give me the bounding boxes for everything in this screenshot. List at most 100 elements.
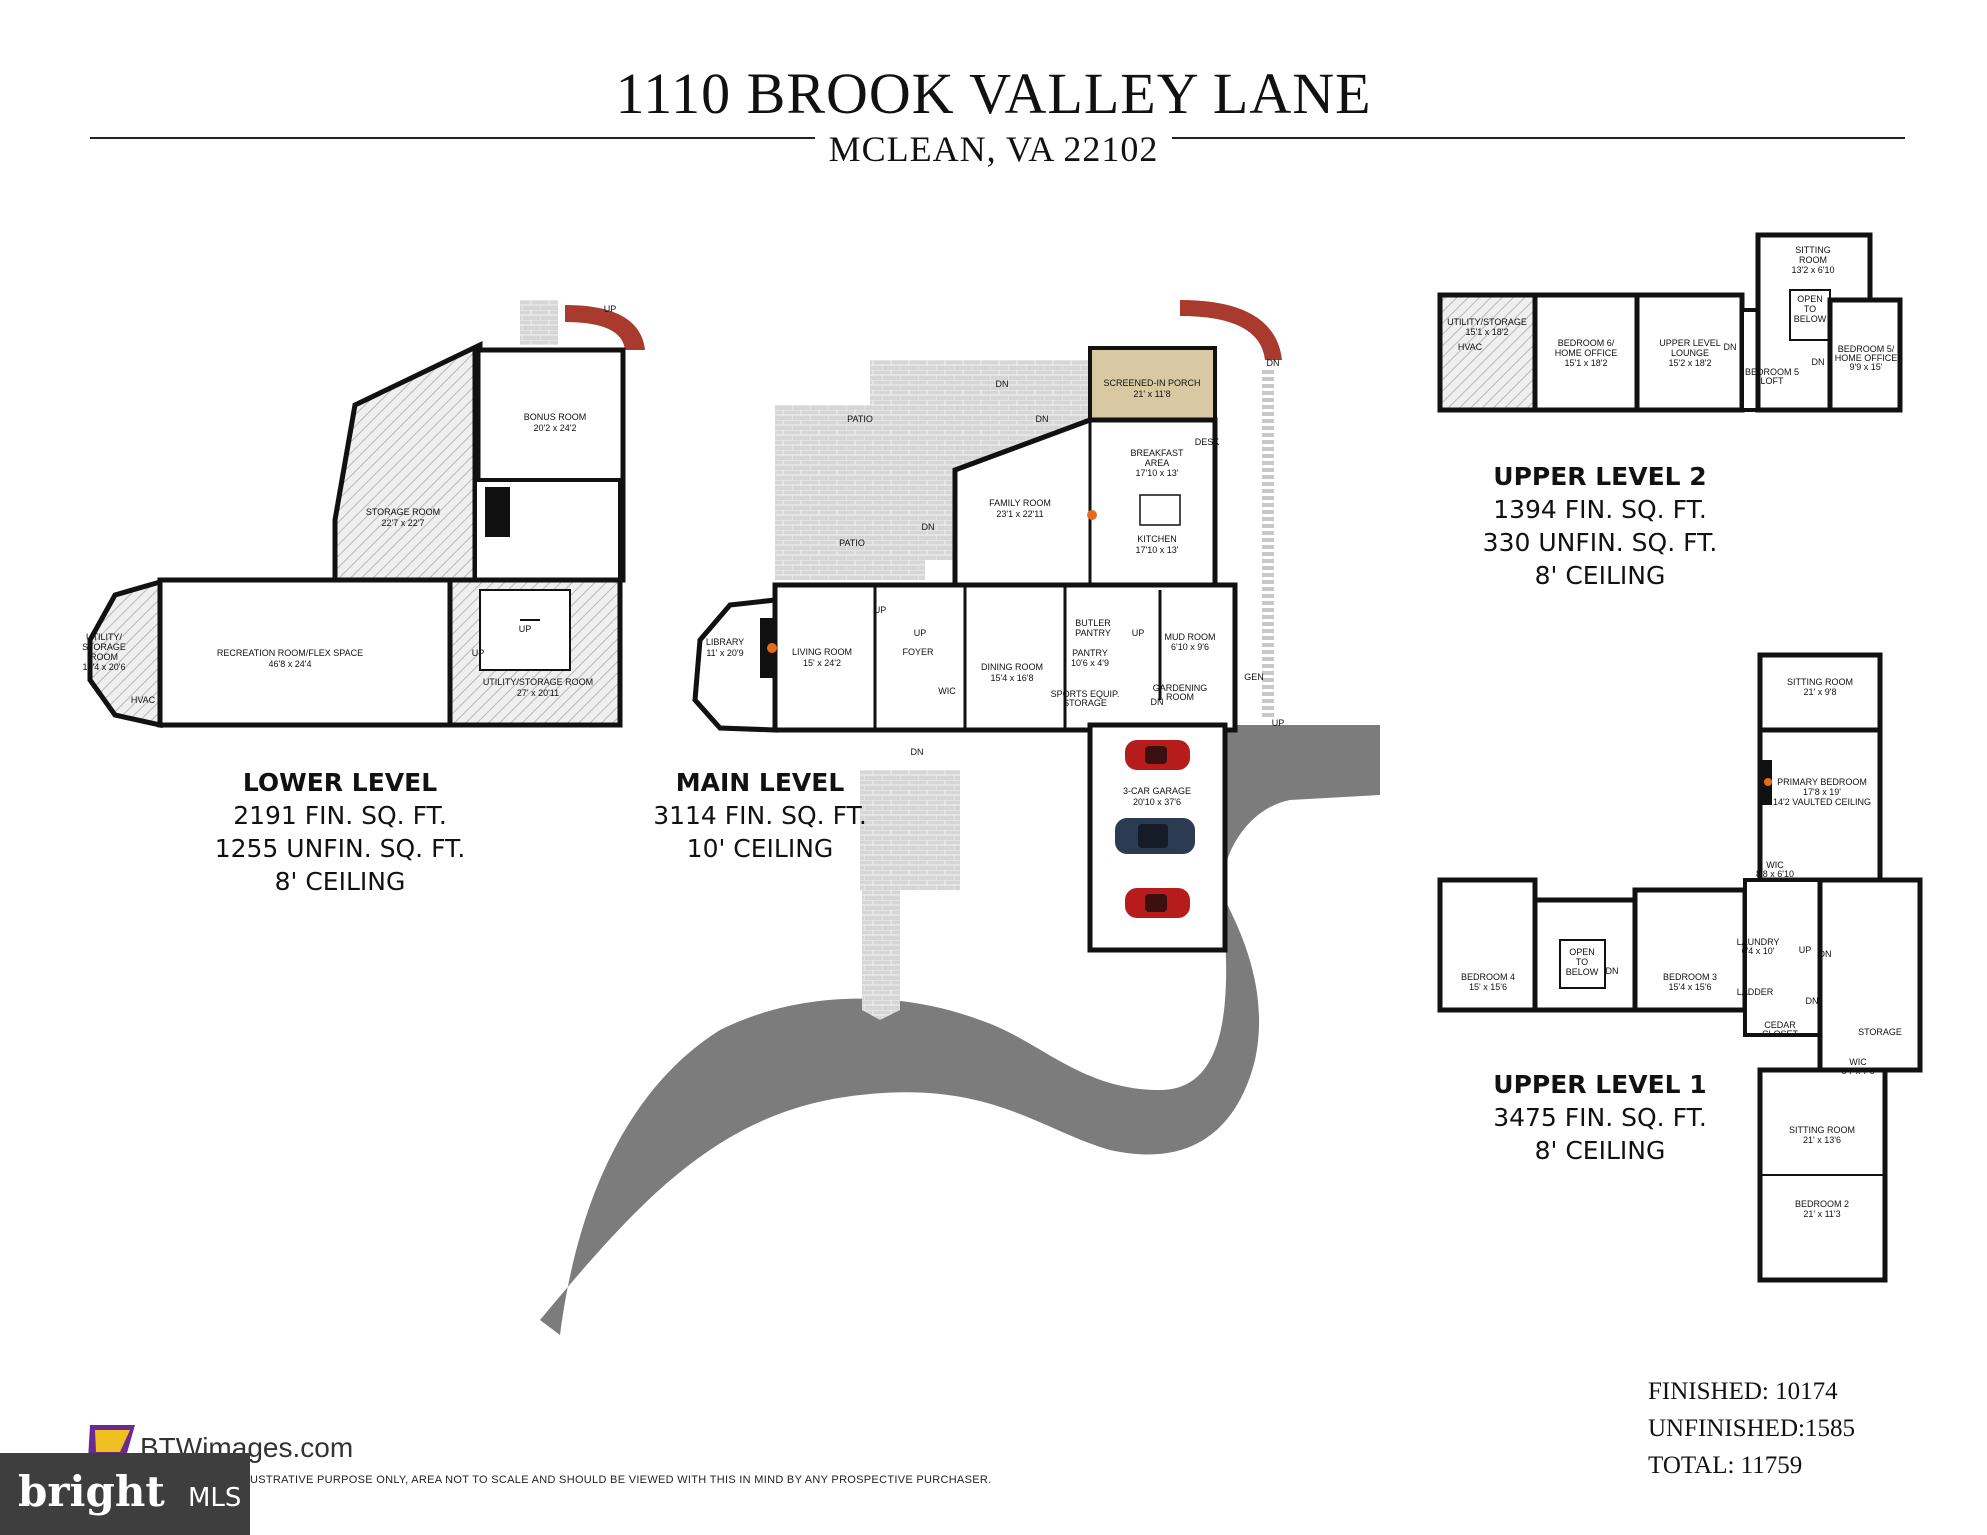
main-level-label: MAIN LEVEL 3114 FIN. SQ. FT. 10' CEILING — [653, 768, 867, 863]
svg-text:FOYER: FOYER — [902, 647, 934, 657]
svg-text:HVAC: HVAC — [1458, 342, 1483, 352]
svg-text:UP: UP — [519, 624, 532, 634]
library-bay — [692, 597, 778, 733]
svg-text:GEN: GEN — [1244, 672, 1264, 682]
svg-text:UP: UP — [914, 628, 927, 638]
svg-text:BEDROOM 415' x 15'6: BEDROOM 415' x 15'6 — [1461, 972, 1515, 992]
svg-text:DN: DN — [1151, 697, 1164, 707]
btw-logo-icon — [88, 1425, 135, 1460]
u1-sitting-room-top-outline — [1757, 652, 1883, 733]
screened-in-porch-outline — [1088, 346, 1217, 430]
svg-text:STORAGE: STORAGE — [1858, 1027, 1902, 1037]
recreation-room-outline — [157, 577, 453, 728]
car-red-top-icon — [1125, 740, 1190, 770]
svg-text:DN: DN — [1267, 358, 1280, 368]
svg-text:DN: DN — [1806, 996, 1819, 1006]
total-unfinished: UNFINISHED:1585 — [1648, 1415, 1855, 1442]
car-blue-icon — [1115, 818, 1195, 854]
main-exterior-stair — [1180, 300, 1282, 360]
svg-text:DN: DN — [1036, 414, 1049, 424]
u1-bedroom3-outline — [1632, 887, 1748, 1013]
address-subtitle: MCLEAN, VA 22102 — [0, 128, 1987, 170]
svg-text:HVAC: HVAC — [131, 695, 156, 705]
lower-window-well — [520, 300, 558, 345]
svg-text:DN: DN — [1606, 966, 1619, 976]
main-front-outline — [772, 582, 1238, 733]
u1-primary-bedroom-outline — [1757, 727, 1883, 883]
svg-text:DN: DN — [1812, 357, 1825, 367]
svg-text:DN: DN — [1819, 949, 1832, 959]
family-kitchen-outline — [952, 417, 1218, 593]
svg-text:PATIO: PATIO — [847, 414, 873, 424]
svg-text:UP: UP — [874, 605, 887, 615]
svg-text:BEDROOM 221' x 11'3: BEDROOM 221' x 11'3 — [1795, 1199, 1849, 1219]
family-fireplace-icon — [1087, 510, 1097, 520]
svg-text:DN: DN — [922, 522, 935, 532]
storage-room-outline — [332, 341, 483, 583]
upper-deck — [870, 360, 1090, 410]
lower-level-label: LOWER LEVEL 2191 FIN. SQ. FT. 1255 UNFIN… — [214, 768, 466, 896]
upper-level-1-label: UPPER LEVEL 1 3475 FIN. SQ. FT. 8' CEILI… — [1493, 1070, 1707, 1165]
driveway-island — [852, 1107, 978, 1233]
svg-text:PATIO: PATIO — [839, 538, 865, 548]
svg-text:DN: DN — [996, 379, 1009, 389]
car-red-bottom-icon — [1125, 888, 1190, 918]
main-level-plan — [540, 300, 1380, 1335]
living-fireplace-icon — [767, 643, 777, 653]
svg-text:UP: UP — [1132, 628, 1145, 638]
lower-level-plan — [87, 300, 645, 729]
svg-text:DN: DN — [911, 747, 924, 757]
u2-lounge-outline — [1634, 292, 1745, 413]
driveway — [540, 725, 1380, 1335]
front-walk — [862, 880, 900, 1020]
disclaimer: USTRATIVE PURPOSE ONLY, AREA NOT TO SCAL… — [250, 1474, 992, 1486]
svg-text:UP: UP — [1272, 718, 1285, 728]
upper-level-2-label: UPPER LEVEL 2 1394 FIN. SQ. FT. 330 UNFI… — [1482, 462, 1718, 590]
total-finished: FINISHED: 10174 — [1648, 1378, 1838, 1405]
upper-level-2-plan — [1437, 232, 1903, 413]
u2-bedroom6-outline — [1532, 292, 1640, 413]
upper-level-1-plan — [1437, 652, 1923, 1283]
svg-text:LADDER: LADDER — [1737, 987, 1774, 997]
svg-text:UP: UP — [472, 648, 485, 658]
svg-text:SPORTS EQUIP.STORAGE: SPORTS EQUIP.STORAGE — [1051, 689, 1120, 708]
total-total: TOTAL: 11759 — [1648, 1452, 1803, 1479]
lower-exterior-stair — [565, 305, 645, 350]
utility-storage-room-l-outline — [87, 578, 163, 729]
u2-utility-storage-outline — [1437, 292, 1538, 413]
page-title: 1110 BROOK VALLEY LANE — [615, 61, 1372, 126]
svg-text:BEDROOM 315'4 x 15'6: BEDROOM 315'4 x 15'6 — [1663, 972, 1717, 992]
svg-text:UP: UP — [1799, 945, 1812, 955]
svg-text:UP: UP — [604, 304, 617, 314]
svg-text:DN: DN — [1724, 342, 1737, 352]
